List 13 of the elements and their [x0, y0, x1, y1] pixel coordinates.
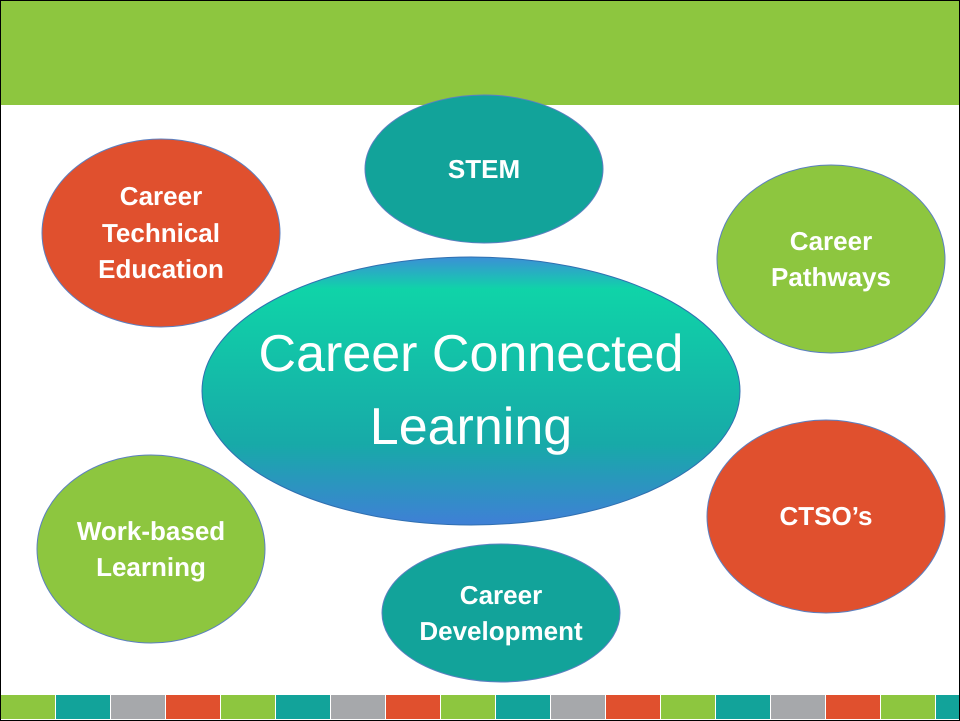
node-label: CTSO’s	[780, 500, 872, 533]
node-label: Career Technical Education	[97, 180, 225, 286]
ellipse-node	[706, 418, 946, 614]
node-label: Career Connected Learning	[258, 324, 684, 458]
ellipse-node	[36, 454, 266, 644]
node-label: Career Development	[418, 578, 584, 648]
ellipse-node	[41, 138, 281, 328]
ellipse-node	[364, 94, 604, 244]
node-label: Career Pathways	[770, 224, 892, 294]
node-label: STEM	[448, 152, 520, 186]
ellipse-node	[381, 543, 621, 683]
node-label: Work-based Learning	[76, 514, 226, 584]
ellipse-node	[716, 164, 946, 354]
